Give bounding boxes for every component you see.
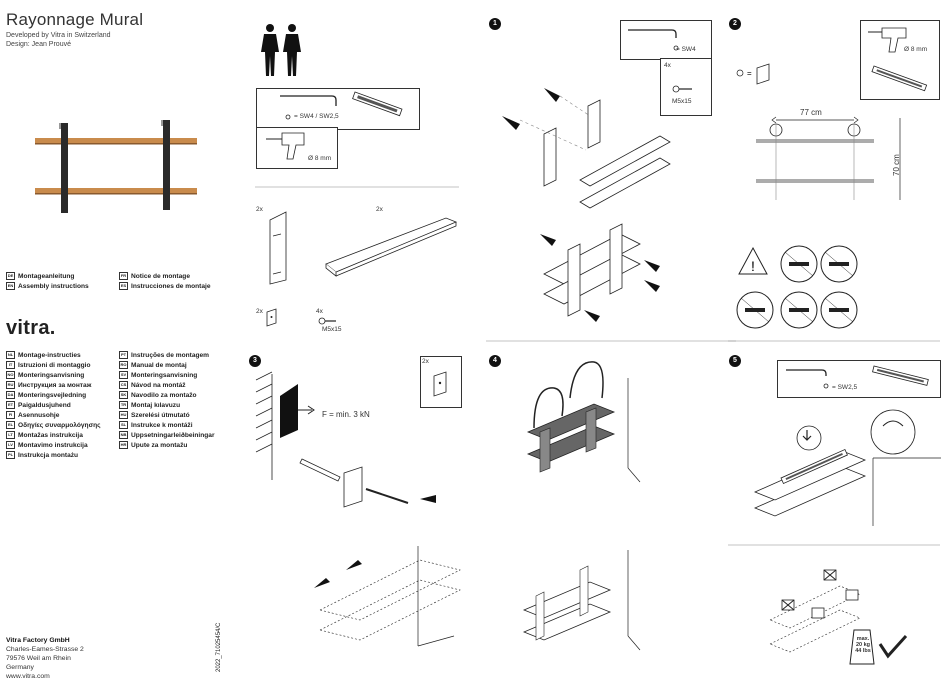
svg-text:=: =	[747, 69, 752, 78]
document-number: 2022_71025454/C	[216, 622, 222, 672]
step-1-hex-key	[628, 29, 679, 51]
street: Charles-Eames-Strasse 2	[6, 646, 84, 653]
step-2-wall-layout	[756, 116, 901, 200]
step-4-illustration	[526, 361, 641, 483]
load-lbs: 44 lbs	[855, 648, 871, 654]
drill-size-label: Ø 8 mm	[308, 155, 332, 162]
city: 79576 Weil am Rhein	[6, 655, 71, 662]
step-1-screw-qty: 4x	[664, 62, 671, 69]
step-1-illustration	[502, 88, 671, 322]
bracket-qty: 2x	[256, 206, 263, 213]
developed-by: Developed by Vitra in Switzerland	[6, 32, 111, 39]
drill-icon	[266, 132, 305, 160]
screw-icon	[318, 317, 336, 325]
step-4-result	[522, 550, 641, 651]
clip-part	[266, 308, 277, 327]
hex-key-label: = SW4 / SW2,5	[294, 113, 339, 120]
step-1-screw-box	[660, 58, 712, 116]
step-5-tools	[786, 365, 929, 389]
load-limit: max. 20 kg 44 lbs	[854, 636, 872, 654]
svg-text:!: !	[751, 258, 755, 274]
step-2-spacing: 77 cm	[800, 108, 822, 117]
divider	[255, 186, 459, 188]
step-5-load-illustration	[769, 569, 908, 665]
product-image	[35, 120, 197, 213]
company-name: Vitra Factory GmbH	[6, 637, 70, 644]
step-4-badge: 4	[489, 355, 501, 367]
step-2-badge: 2	[729, 18, 741, 30]
vitra-logo: vitra.	[6, 317, 56, 339]
step-5-badge: 5	[729, 355, 741, 367]
hex-key-icon	[280, 91, 403, 120]
force-label: F = min. 3 kN	[322, 410, 370, 419]
step-1-screw-size: M5x15	[672, 98, 692, 105]
website: www.vitra.com	[6, 673, 50, 680]
divider	[728, 544, 940, 546]
step-1-hex-label: = SW4	[676, 46, 696, 53]
step-2-clip-legend: =	[736, 63, 770, 85]
screw-qty: 4x	[316, 308, 323, 315]
two-people-icon	[261, 24, 301, 76]
product-title: Rayonnage Mural	[6, 10, 144, 29]
step-1-badge: 1	[489, 18, 501, 30]
step-3-illustration	[255, 371, 461, 647]
divider	[486, 340, 736, 342]
shelf-qty: 2x	[376, 206, 383, 213]
shelf-part	[325, 217, 458, 277]
bracket-part	[269, 211, 287, 285]
step-3-clip-qty: 2x	[422, 358, 429, 365]
step-1-screw-icon	[672, 85, 692, 93]
step-2-warnings: !	[736, 245, 858, 329]
designer: Design: Jean Prouvé	[6, 41, 71, 48]
address-block: Vitra Factory GmbH Charles-Eames-Strasse…	[6, 636, 84, 681]
max-label: max.	[856, 636, 870, 642]
step-5-hex-label: = SW2,5	[832, 384, 858, 391]
step-2-tools	[868, 27, 928, 92]
country: Germany	[6, 664, 34, 671]
step-5-illustration	[753, 409, 941, 526]
step-2-drill-size: Ø 8 mm	[904, 46, 928, 53]
divider	[728, 340, 940, 342]
load-kg: 20 kg	[855, 642, 871, 648]
step-3-clip-icon	[433, 371, 447, 397]
clip-qty: 2x	[256, 308, 263, 315]
step-3-badge: 3	[249, 355, 261, 367]
screw-size: M5x15	[322, 326, 342, 333]
